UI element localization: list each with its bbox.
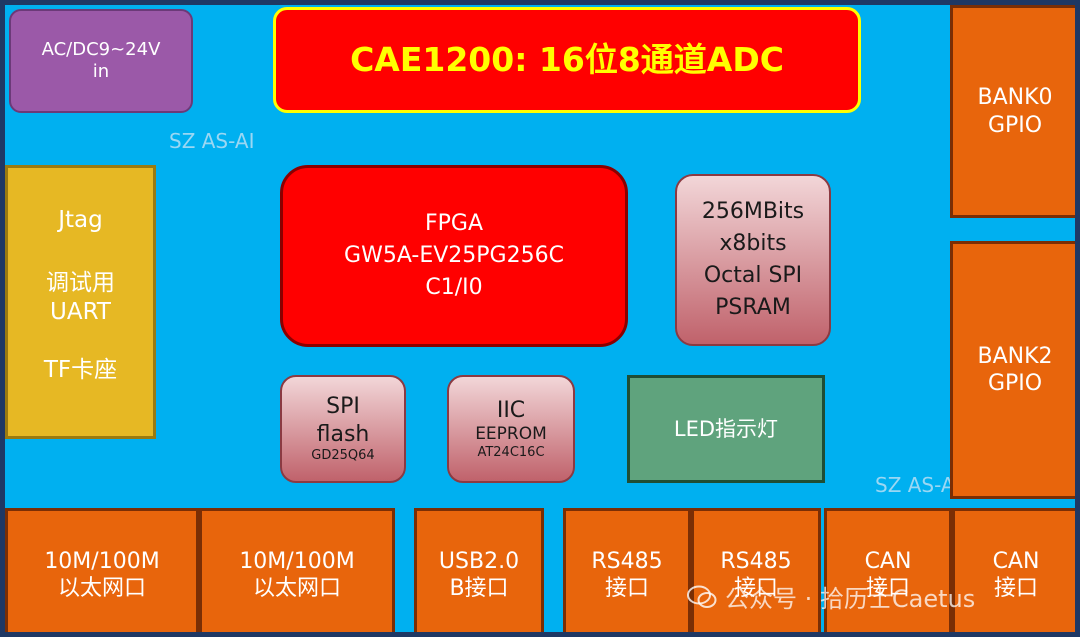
fpga-line2: GW5A-EV25PG256C [344,243,564,269]
uart-label: UART [50,298,111,325]
power-line1: AC/DC9~24V [41,38,161,60]
can-port-2: CAN 接口 [952,508,1075,632]
port-line2: 以太网口 [57,576,146,601]
fpga-line3: C1/I0 [425,274,483,300]
rs485-port-2: RS485 接口 [691,508,821,632]
led-indicator-block: LED指示灯 [627,375,825,483]
jtag-uart-tf-panel: Jtag 调试用 UART TF卡座 [5,165,156,439]
jtag-label: Jtag [58,207,103,233]
spi-flash-part: GD25Q64 [311,448,375,464]
power-input-block: AC/DC9~24V in [9,9,193,113]
power-line2: in [92,61,110,82]
social-watermark: 公众号 · 拾历士Caetus [687,579,975,614]
bank2-gpio-block: BANK2 GPIO [950,241,1075,499]
iic-line2: EEPROM [475,424,547,444]
port-line2: 接口 [604,576,649,601]
port-line2: B接口 [449,576,509,601]
port-line1: RS485 [591,548,663,574]
port-line1: CAN [864,548,912,574]
port-line2: 接口 [993,576,1038,601]
spi-flash-block: SPI flash GD25Q64 [280,375,406,483]
spi-flash-line1: SPI [326,394,360,420]
ethernet-port-1: 10M/100M 以太网口 [5,508,199,632]
port-line1: 10M/100M [239,548,355,574]
psram-block: 256MBits x8bits Octal SPI PSRAM [675,174,831,346]
tf-label: TF卡座 [43,357,118,384]
iic-eeprom-block: IIC EEPROM AT24C16C [447,375,575,483]
bank2-line2: GPIO [987,371,1043,396]
bank0-line2: GPIO [987,112,1043,138]
fpga-line1: FPGA [424,211,484,237]
psram-line1: 256MBits [701,199,805,225]
watermark-top: SZ AS-AI [169,129,255,153]
port-line1: CAN [992,548,1040,574]
page-title: CAE1200: 16位8通道ADC [350,40,784,80]
iic-part: AT24C16C [477,445,545,461]
social-watermark-text: 公众号 · 拾历士Caetus [725,585,976,613]
psram-line3: Octal SPI [703,263,803,288]
watermark-bottom: SZ AS-AI [875,473,961,497]
can-port-1: CAN 接口 [824,508,952,632]
iic-line1: IIC [496,397,526,423]
rs485-port-1: RS485 接口 [563,508,691,632]
port-line1: 10M/100M [44,548,160,574]
port-line2: 以太网口 [252,576,341,601]
port-line2: 接口 [865,576,910,601]
led-label: LED指示灯 [673,416,779,441]
port-line2: 接口 [733,576,778,601]
fpga-block: FPGA GW5A-EV25PG256C C1/I0 [280,165,628,347]
psram-line2: x8bits [719,231,787,257]
ethernet-port-2: 10M/100M 以太网口 [199,508,395,632]
bank0-gpio-block: BANK0 GPIO [950,5,1075,218]
port-line1: USB2.0 [438,548,520,574]
debug-label: 调试用 [46,269,115,296]
bank2-line1: BANK2 [977,343,1053,369]
bank0-line1: BANK0 [977,85,1053,110]
psram-line4: PSRAM [715,294,791,320]
port-line1: RS485 [720,548,792,574]
spi-flash-line2: flash [316,421,370,447]
wechat-icon [687,585,717,609]
usb-port: USB2.0 B接口 [414,508,544,632]
title-banner: CAE1200: 16位8通道ADC [273,7,861,113]
